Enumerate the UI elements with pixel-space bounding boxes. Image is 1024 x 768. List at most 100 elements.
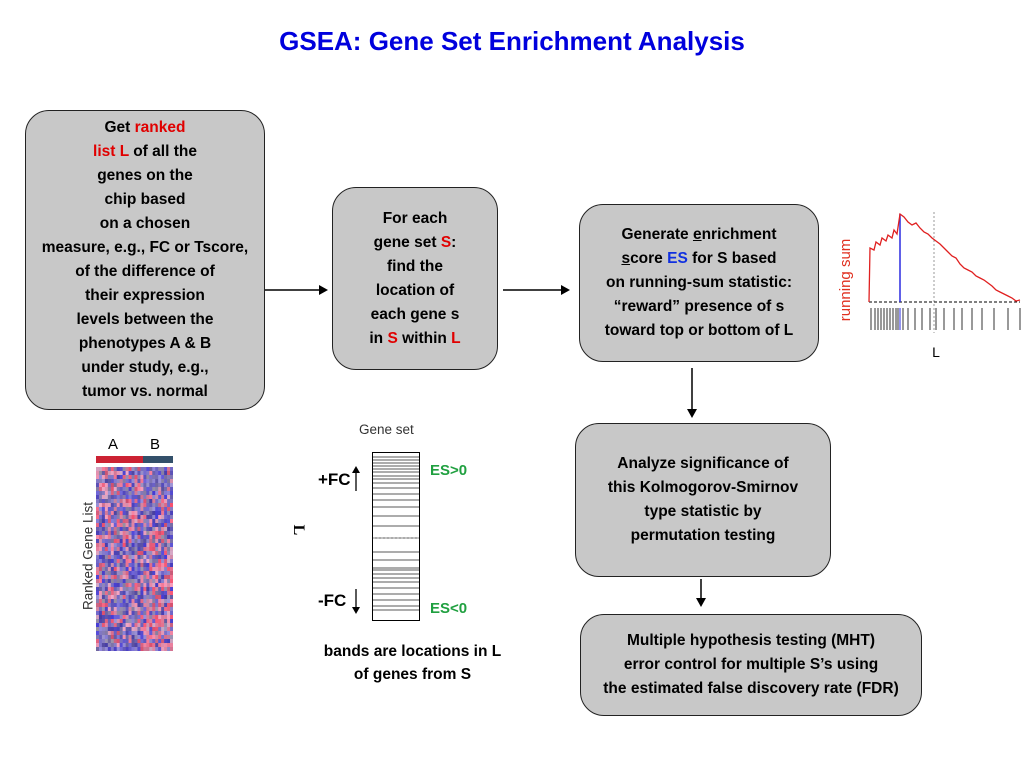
heatmap-cell [152, 467, 156, 472]
heatmap-cell [152, 623, 156, 628]
heatmap-cell [155, 563, 159, 568]
heatmap-cell [98, 495, 103, 500]
heatmap-cell [146, 555, 150, 560]
heatmap-cell [116, 575, 120, 580]
heatmap-cell [107, 611, 112, 616]
heatmap-cell [113, 611, 118, 616]
heatmap-cell [96, 579, 100, 584]
heatmap-cell [128, 591, 132, 596]
heatmap-cell [128, 487, 132, 492]
heatmap-cell [164, 619, 168, 624]
heatmap-cell [98, 535, 103, 540]
heatmap-cell [104, 631, 109, 636]
heatmap-cell [122, 503, 126, 508]
heatmap-cell [104, 467, 109, 472]
heatmap-cell [149, 631, 153, 636]
heatmap-cell [125, 579, 129, 584]
heatmap-cell [164, 563, 168, 568]
heatmap-cell [167, 479, 171, 484]
heatmap-cell [146, 615, 150, 620]
heatmap-cell [104, 507, 109, 512]
heatmap-cell [122, 647, 126, 651]
heatmap-cell [107, 603, 112, 608]
heatmap-cell [107, 643, 112, 648]
heatmap-cell [155, 467, 159, 472]
heatmap-cell [122, 643, 126, 648]
heatmap-cell [113, 595, 118, 600]
heatmap-cell [122, 499, 126, 504]
heatmap-cell [125, 547, 129, 552]
heatmap-cell [143, 523, 147, 528]
heatmap-cell [101, 647, 106, 651]
heatmap-cell [125, 551, 129, 556]
heatmap-cell [122, 519, 126, 524]
heatmap-cell [96, 527, 100, 532]
heatmap-cell [113, 547, 118, 552]
heatmap-cell [131, 623, 135, 628]
heatmap-cell [164, 643, 168, 648]
heatmap-cell [140, 631, 144, 636]
heatmap-cell [119, 623, 123, 628]
heatmap-cell [158, 555, 162, 560]
heatmap-cell [155, 471, 159, 476]
heatmap-cell [134, 487, 138, 492]
heatmap-cell [140, 543, 144, 548]
heatmap-cell [155, 643, 159, 648]
heatmap-cell [101, 567, 106, 572]
heatmap-cell [128, 643, 132, 648]
heatmap-cell [152, 643, 156, 648]
heatmap-cell [119, 647, 123, 651]
heatmap-cell [128, 587, 132, 592]
heatmap-cell [152, 639, 156, 644]
heatmap-cell [104, 587, 109, 592]
heatmap-cell [104, 579, 109, 584]
heatmap-cell [170, 643, 173, 648]
heatmap-cell [122, 551, 126, 556]
heatmap-cell [158, 495, 162, 500]
heatmap-cell [137, 515, 141, 520]
heatmap-cell [152, 523, 156, 528]
heatmap-cell [113, 627, 118, 632]
heatmap-cell [152, 627, 156, 632]
heatmap-cell [170, 623, 173, 628]
heatmap-cell [125, 527, 129, 532]
heatmap-cell [152, 555, 156, 560]
heatmap-cell [167, 499, 171, 504]
heatmap-cell [107, 595, 112, 600]
heatmap-cell [140, 531, 144, 536]
heatmap-cell [107, 479, 112, 484]
heatmap-cell [152, 527, 156, 532]
heatmap-cell [119, 539, 123, 544]
heatmap-cell [122, 527, 126, 532]
heatmap-cell [116, 527, 120, 532]
heatmap-cell [155, 647, 159, 651]
heatmap-cell [152, 547, 156, 552]
heatmap-cell [119, 635, 123, 640]
heatmap-cell [161, 559, 165, 564]
heatmap-cell [104, 491, 109, 496]
heatmap-cell [128, 579, 132, 584]
heatmap-cell [146, 515, 150, 520]
heatmap-cell [170, 599, 173, 604]
heatmap-cell [128, 631, 132, 636]
heatmap-cell [98, 567, 103, 572]
heatmap-cell [170, 491, 173, 496]
heatmap-cell [137, 611, 141, 616]
heatmap-cell [134, 635, 138, 640]
heatmap-cell [119, 475, 123, 480]
heatmap-cell [119, 527, 123, 532]
heatmap-cell [170, 607, 173, 612]
heatmap-cell [161, 635, 165, 640]
heatmap-cell [116, 571, 120, 576]
heatmap-cell [155, 495, 159, 500]
heatmap-cell [167, 615, 171, 620]
heatmap-cell [107, 583, 112, 588]
heatmap-cell [119, 479, 123, 484]
heatmap-cell [140, 467, 144, 472]
heatmap-cell [161, 499, 165, 504]
heatmap-cell [98, 619, 103, 624]
heatmap-cell [155, 623, 159, 628]
heatmap-cell [125, 531, 129, 536]
heatmap-cell [101, 503, 106, 508]
heatmap-cell [128, 499, 132, 504]
